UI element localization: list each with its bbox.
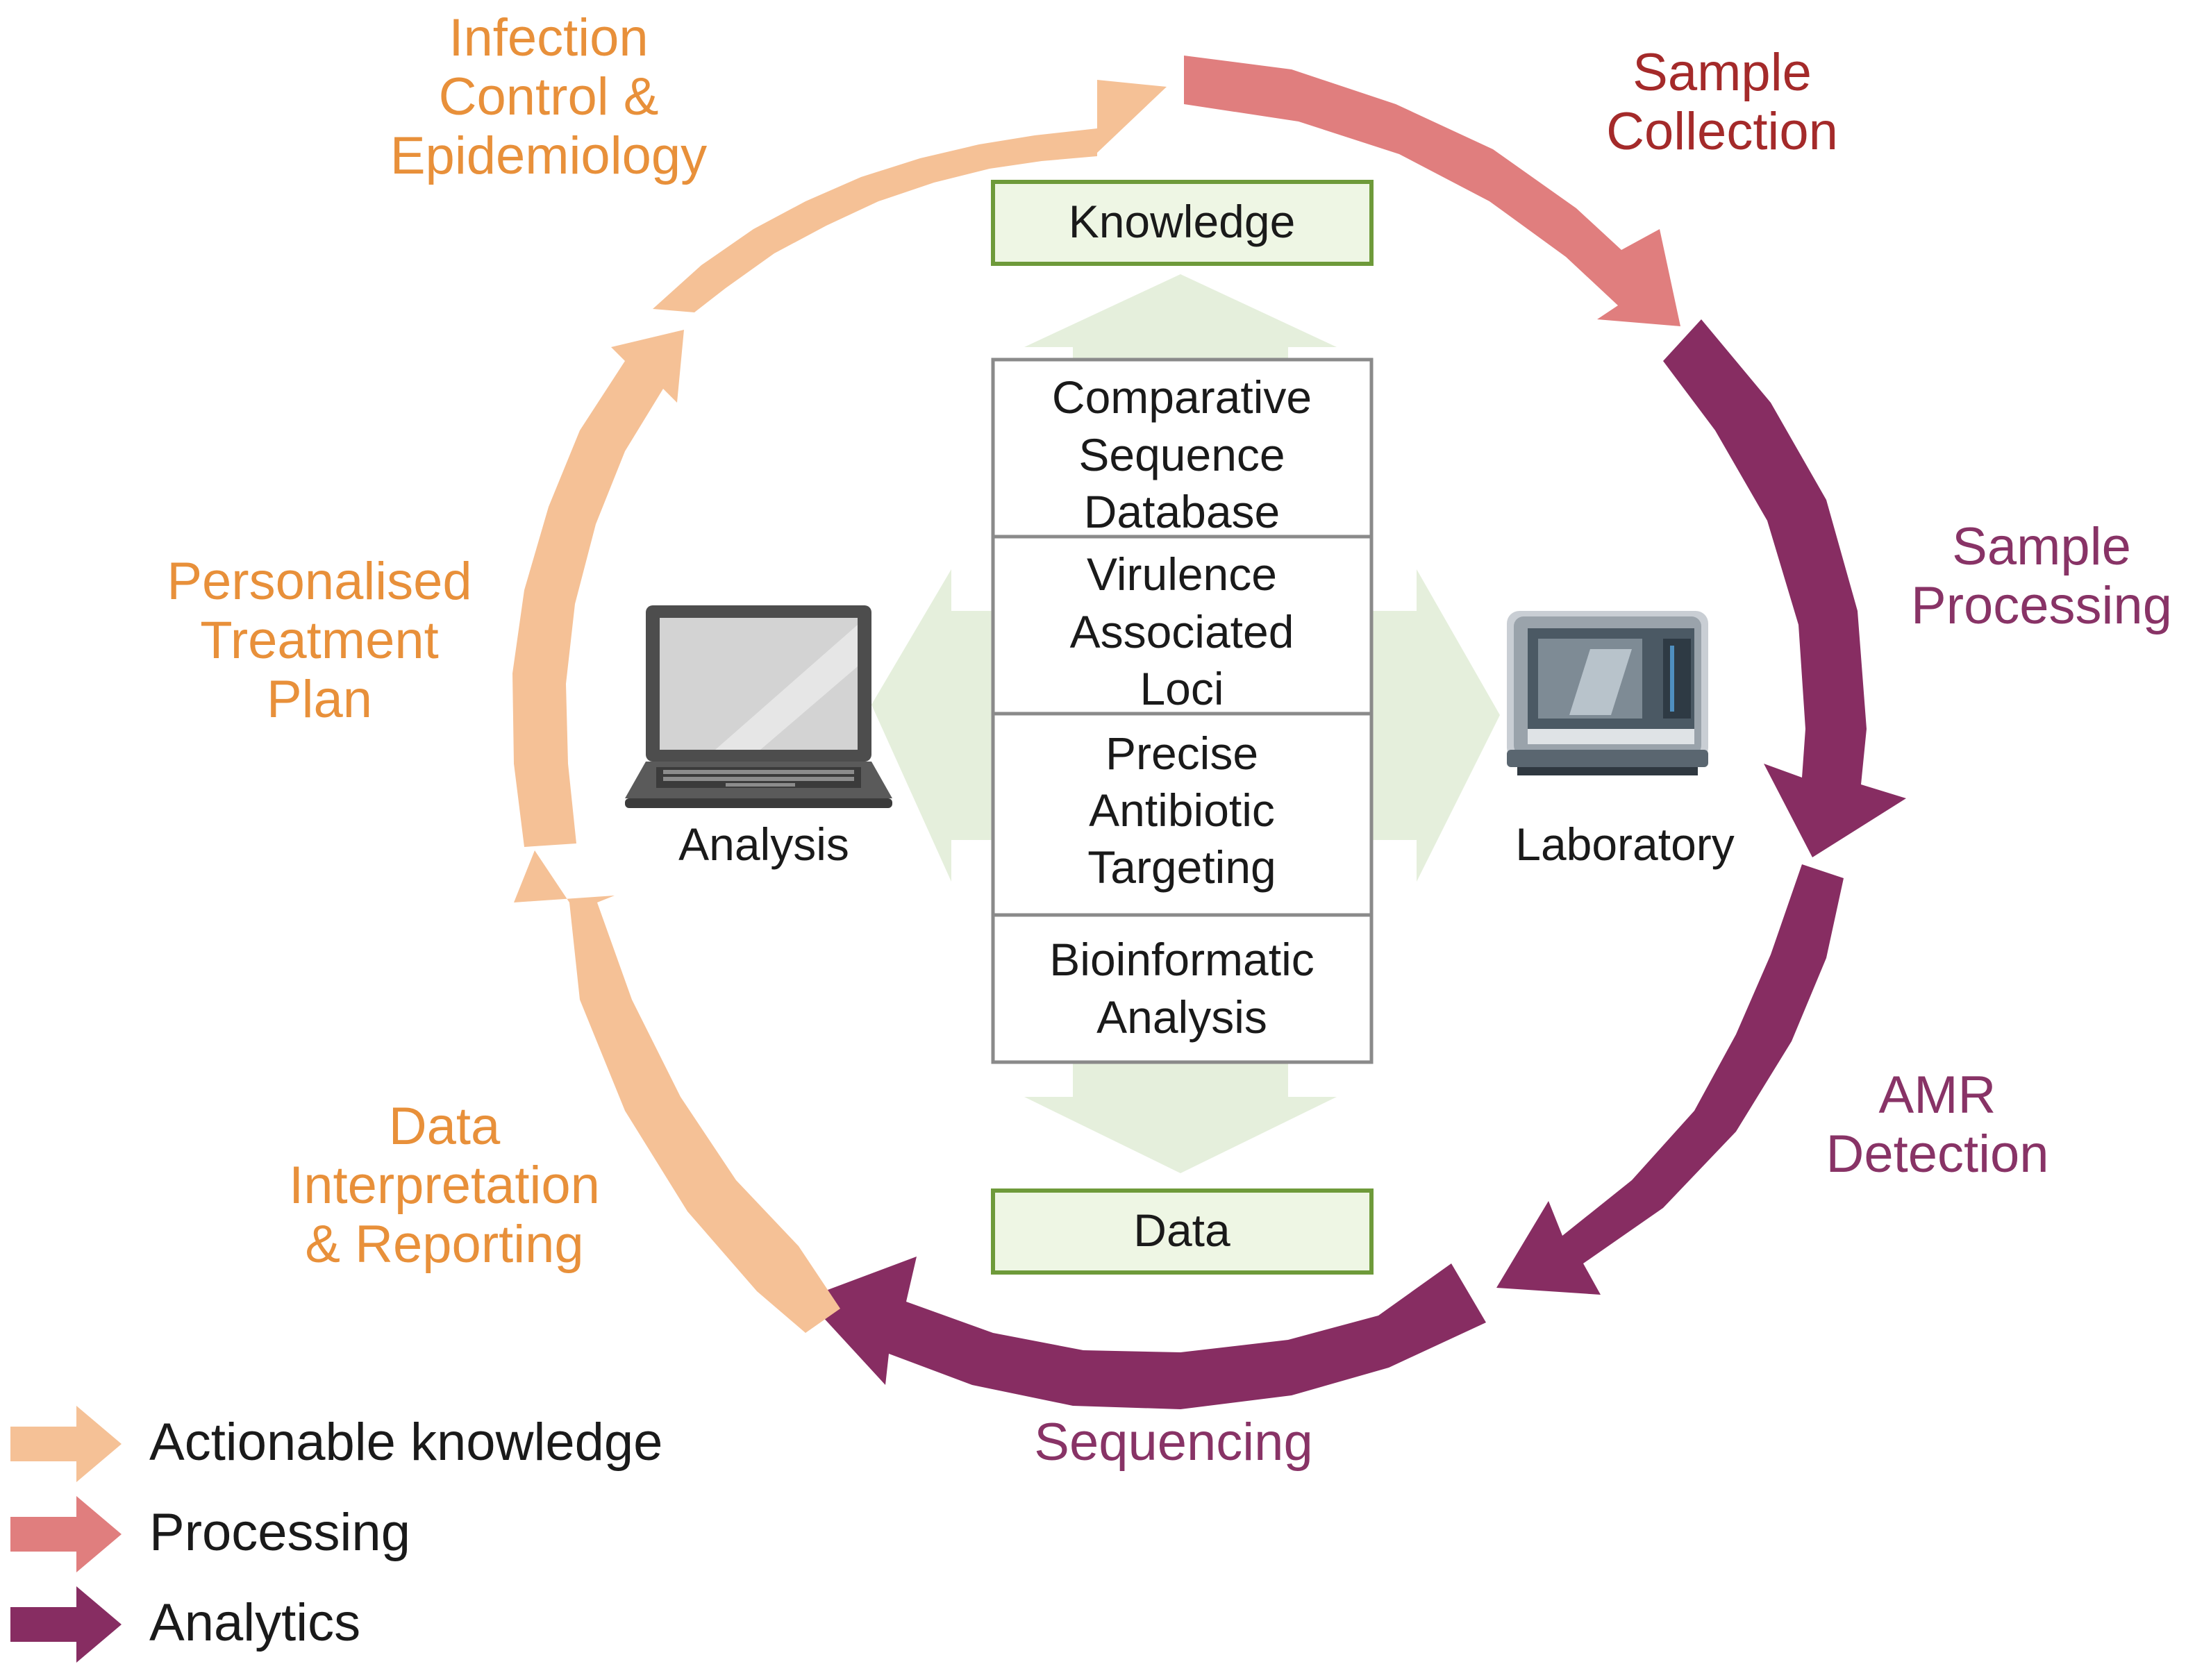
stage-personalised-treatment-line2: Treatment (200, 611, 439, 671)
box-frame-virulence (991, 535, 1374, 716)
box-frame-comparative (991, 358, 1374, 539)
box-virulence-line3: Loci (1140, 663, 1224, 714)
stage-sample-collection-line2: Collection (1606, 102, 1838, 162)
stage-sample-processing-line2: Processing (1911, 576, 2172, 636)
legend-swatches (10, 1406, 122, 1663)
box-precise-line1: Precise (1105, 728, 1258, 779)
box-frame-bioinformatic (991, 913, 1374, 1064)
arrow-sequencing (806, 1257, 1486, 1409)
stage-infection-control-line2: Control & (438, 67, 659, 127)
box-bioinformatic-line2: Analysis (1096, 991, 1267, 1043)
arrow-amr-detection (1496, 864, 1844, 1295)
knowledge-label: Knowledge (1069, 196, 1296, 247)
laboratory-label: Laboratory (1515, 818, 1735, 870)
stage-sample-processing: Sample Processing (1889, 517, 2194, 635)
legend-arrow-processing (10, 1496, 122, 1572)
stage-data-interpretation-line3: & Reporting (305, 1215, 584, 1275)
box-bioinformatic-line1: Bioinformatic (1049, 934, 1314, 985)
data-box: Data (991, 1188, 1374, 1275)
flow-arrow-down (1024, 1062, 1337, 1173)
stage-personalised-treatment: Personalised Treatment Plan (132, 552, 507, 729)
center-box-stack: Comparative Sequence Database Virulence … (991, 358, 1374, 1064)
stage-sample-collection-line1: Sample (1633, 43, 1812, 102)
legend-processing-label: Processing (149, 1503, 410, 1562)
box-precise-line2: Antibiotic (1089, 784, 1275, 836)
flow-arrow-right (1371, 569, 1500, 882)
stage-data-interpretation-line1: Data (388, 1097, 501, 1156)
arrow-infection-control (653, 80, 1167, 312)
box-virulence-line2: Associated (1070, 606, 1294, 657)
box-comparative-line2: Sequence (1078, 429, 1285, 480)
laptop-icon (625, 605, 892, 808)
stage-sequencing-line1: Sequencing (1034, 1413, 1313, 1472)
arrow-sample-collection (1184, 56, 1680, 326)
box-comparative-line1: Comparative (1052, 371, 1312, 423)
stage-sequencing: Sequencing (965, 1413, 1382, 1472)
legend-arrow-actionable (10, 1406, 122, 1482)
stage-amr-detection-line2: Detection (1826, 1125, 2049, 1184)
arrow-personalised-treatment (512, 330, 684, 847)
box-comparative-line3: Database (1084, 486, 1280, 537)
stage-infection-control-line3: Epidemiology (390, 126, 708, 186)
stage-infection-control-line1: Infection (449, 8, 649, 67)
box-virulence-line1: Virulence (1087, 548, 1277, 600)
cycle-arrows (512, 56, 1906, 1409)
stage-personalised-treatment-line1: Personalised (167, 552, 472, 611)
analysis-label: Analysis (678, 818, 849, 870)
stage-sample-collection: Sample Collection (1555, 43, 1889, 161)
legend-actionable-label: Actionable knowledge (149, 1413, 663, 1472)
box-frame-precise (991, 712, 1374, 917)
box-precise-line3: Targeting (1087, 841, 1276, 893)
flow-arrow-left (871, 569, 993, 882)
stage-data-interpretation-line2: Interpretation (289, 1156, 600, 1216)
stage-personalised-treatment-line3: Plan (266, 670, 373, 730)
stage-amr-detection: AMR Detection (1792, 1066, 2083, 1184)
stage-data-interpretation: Data Interpretation & Reporting (250, 1097, 639, 1274)
knowledge-box: Knowledge (991, 180, 1374, 266)
stage-infection-control: Infection Control & Epidemiology (368, 8, 729, 185)
arrow-sample-processing (1663, 319, 1906, 857)
stage-sample-processing-line1: Sample (1952, 517, 2131, 576)
legend-arrow-analytics (10, 1586, 122, 1663)
knowledge-box-frame (991, 180, 1374, 266)
lab-instrument-icon (1507, 611, 1708, 775)
stage-amr-detection-line1: AMR (1878, 1066, 1996, 1125)
legend-analytics-label: Analytics (149, 1593, 361, 1652)
data-box-frame (991, 1188, 1374, 1275)
data-label: Data (1133, 1204, 1230, 1256)
arrow-data-interpretation (514, 850, 840, 1333)
